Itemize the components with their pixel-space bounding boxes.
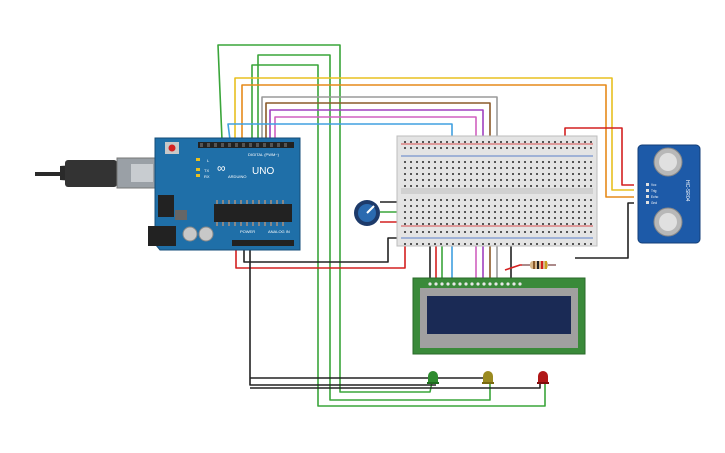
sensor-pin-echo: Echo [651,195,658,199]
wire-red-sensor[interactable] [564,127,634,186]
wire-yellow-sensor[interactable] [234,77,634,191]
sensor-model-text: HC-SR04 [684,180,690,202]
red-led[interactable] [537,371,549,384]
wire-green-2[interactable] [257,54,491,401]
lcd-display[interactable] [412,277,586,355]
resistor[interactable] [522,261,556,269]
arduino-uno[interactable]: DIGITAL (PWM~) ∞ ARDUINO UNO L TX RX [35,137,301,251]
power-header [232,240,294,246]
wire-black-leds-3[interactable] [250,383,541,389]
capacitor-1 [182,226,198,242]
wire-green-led[interactable] [217,44,433,393]
arduino-brand-text: ARDUINO [228,174,246,179]
atmega-chip [214,204,292,222]
sensor-pin-gnd: Gnd [651,201,657,205]
sensor-pin-vcc: Vcc [651,183,657,187]
digital-header [198,142,294,148]
rx-label: RX [204,174,210,179]
regulator [175,210,187,220]
breadboard[interactable] [396,135,598,247]
ultrasonic-sensor[interactable]: HC-SR04 Vcc Trig Echo Gnd [637,144,701,244]
power-jack [148,226,176,246]
lcd-pins [428,282,522,286]
usb-chip [158,195,174,217]
sensor-pins: Vcc Trig Echo Gnd [646,183,658,205]
usb-plug-body [65,160,117,187]
arduino-uno-text: UNO [252,166,274,177]
digital-label: DIGITAL (PWM~) [248,152,280,157]
lcd-screen [427,296,571,334]
potentiometer[interactable] [354,200,380,226]
tx-label: TX [204,168,209,173]
green-led[interactable] [427,371,439,384]
yellow-led[interactable] [482,371,494,384]
wire-orange-sensor[interactable] [241,84,634,198]
arduino-infinity-logo: ∞ [217,161,226,175]
l-label: L [207,158,210,163]
wire-black-sensor[interactable] [575,202,634,259]
capacitor-2 [198,226,214,242]
breadboard-holes [404,141,592,245]
wire-black-leds[interactable] [249,250,436,386]
power-label: POWER [240,229,255,234]
sensor-pin-trig: Trig [651,189,657,193]
analog-label: ANALOG IN [268,229,290,234]
